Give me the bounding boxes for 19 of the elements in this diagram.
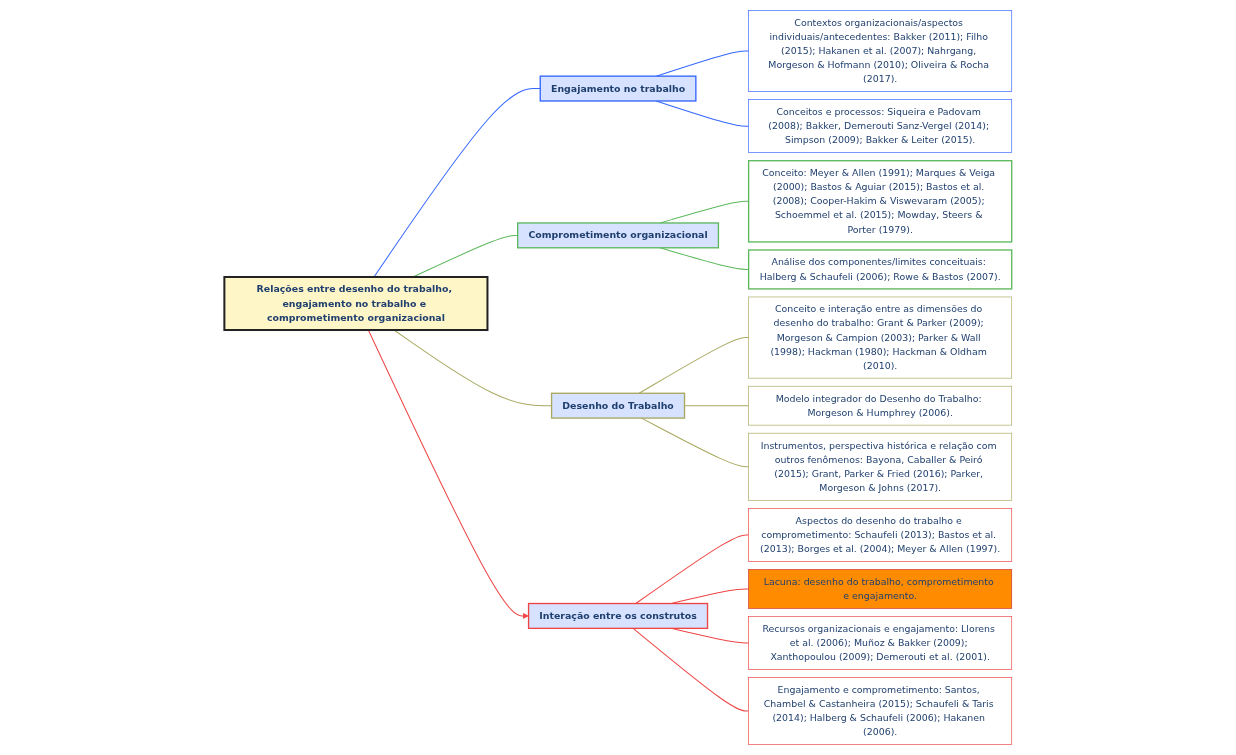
- connector: [635, 534, 750, 604]
- node-box: Conceito: Meyer & Allen (1991); Marques & Veiga (2000); Bastos & Aguiar (2015); Bastos et al. (2008); Cooper-Hakim & Viswevaram (2005); Schoemmel et al. (2015); Mowday, Steers & Porter (1979).: [747, 160, 1013, 243]
- node-box: Interação entre os construtos: [527, 602, 709, 629]
- node-box: Conceito e interação entre as dimensões do desenho do trabalho: Grant & Parker (2009); Morgeson & Campion (2003); Parker & Wall (1998); Hackman (1980); Hackman & Oldham (2010).: [748, 296, 1012, 379]
- node-box: Recursos organizacionais e engajamento: Llorens et al. (2006); Muñoz & Bakker (2009); Xanthopoulou (2009); Demerouti et al. (2001).: [748, 616, 1012, 670]
- node-box: Conceitos e processos: Siqueira e Padovam (2008); Bakker, Demerouti Sanz-Vergel (2014); Simpson (2009); Bakker & Leiter (2015).: [748, 99, 1012, 153]
- node-box: Engajamento no trabalho: [539, 75, 697, 102]
- connector: [638, 337, 750, 394]
- node-box: Comprometimento organizacional: [516, 222, 720, 249]
- node-box: Relações entre desenho do trabalho, engajamento no trabalho e comprometimento organizacional: [223, 276, 489, 332]
- node-box: Contextos organizacionais/aspectos individuais/antecedentes: Bakker (2011); Filho (2015); Hakanen et al. (2007); Nahrgang, Morgeson & Hofmann (2010); Oliveira & Rocha (2017).: [748, 10, 1012, 92]
- node-box: Aspectos do desenho do trabalho e comprometimento: Schaufeli (2013); Bastos et al. (2013); Borges et al. (2004); Meyer & Allen (1997).: [748, 508, 1012, 562]
- node-box: Modelo integrador do Desenho do Trabalho: Morgeson & Humphrey (2006).: [748, 385, 1012, 426]
- connector: [632, 627, 750, 712]
- node-box: Instrumentos, perspectiva histórica e relação com outros fenômenos: Bayona, Caballer & Peiró (2015); Grant, Parker & Fried (2016); Parker, Morgeson & Johns (2017).: [748, 432, 1012, 501]
- node-box: Engajamento e comprometimento: Santos, Chambel & Castanheira (2015); Schaufeli & Taris (2014); Halberg & Schaufeli (2006); Hakanen (2006).: [748, 677, 1012, 745]
- node-box: Desenho do Trabalho: [550, 392, 686, 419]
- node-box: Análise dos componentes/limites conceituais: Halberg & Schaufeli (2006); Rowe & Bastos (2007).: [747, 249, 1013, 290]
- node-box: Lacuna: desenho do trabalho, comprometimento e engajamento.: [748, 569, 1012, 609]
